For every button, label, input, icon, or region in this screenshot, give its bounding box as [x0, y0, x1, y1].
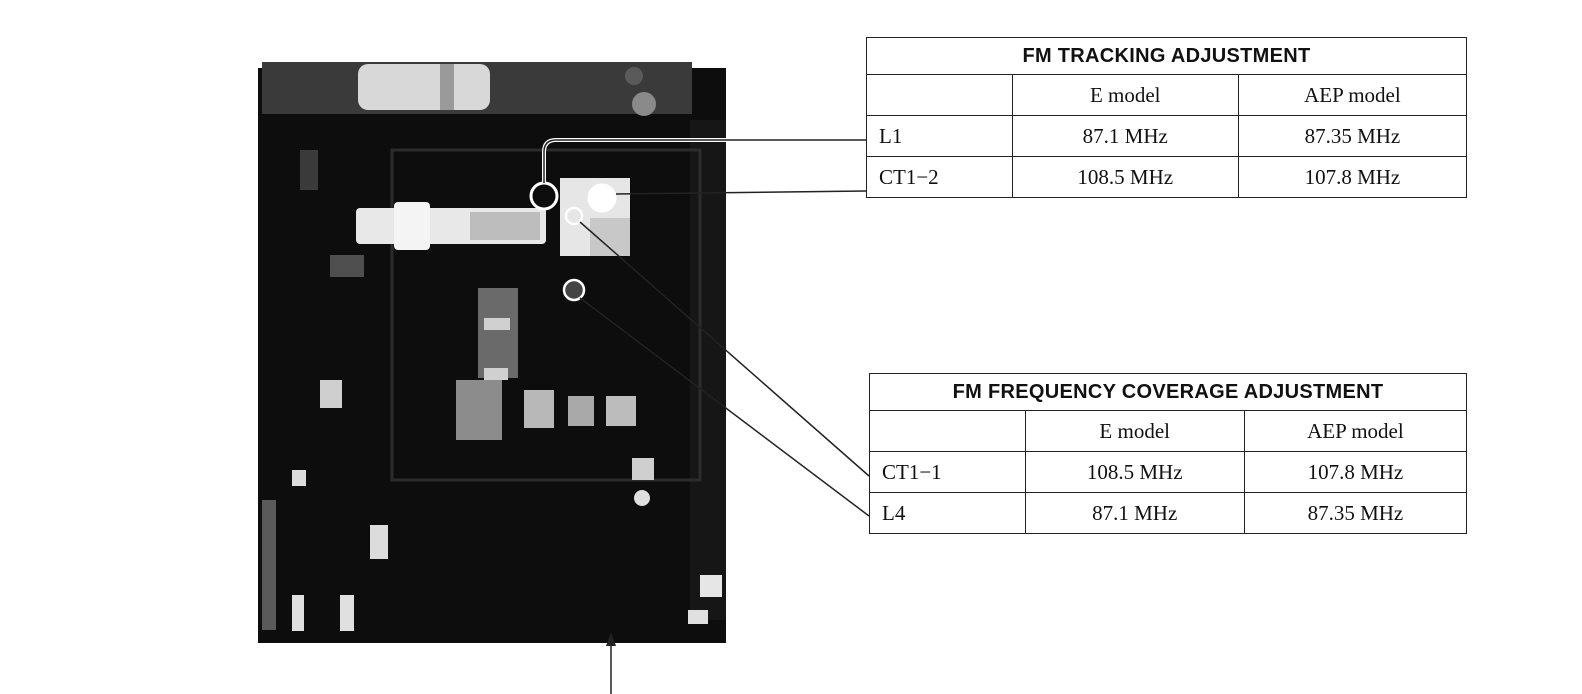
table-row: L1 87.1 MHz 87.35 MHz [866, 115, 1468, 157]
connector-shadow [470, 212, 540, 240]
column-header-aep-model: AEP model [1237, 74, 1468, 116]
table-title-row: FM TRACKING ADJUSTMENT [866, 37, 1467, 75]
e-model-value: 87.1 MHz [1011, 115, 1239, 157]
table-header-row: E model AEP model [866, 74, 1468, 116]
component [634, 490, 650, 506]
ct1-1-leader-line [579, 221, 870, 477]
table-row: CT1−2 108.5 MHz 107.8 MHz [866, 156, 1468, 198]
component [688, 610, 708, 624]
board-right-edge [690, 120, 726, 620]
row-label: L1 [866, 115, 1013, 157]
table-row: CT1−1 108.5 MHz 107.8 MHz [869, 451, 1468, 493]
component [330, 255, 364, 277]
table-row: L4 87.1 MHz 87.35 MHz [869, 492, 1468, 534]
top-screw [632, 92, 656, 116]
l4-marker [562, 278, 586, 302]
cable-sleeve [358, 64, 490, 110]
component [484, 318, 510, 330]
component [456, 380, 502, 440]
component [340, 595, 354, 631]
component [606, 396, 636, 426]
l1-leader-line-core [543, 139, 866, 183]
aep-model-value: 87.35 MHz [1237, 115, 1468, 157]
component [292, 595, 304, 631]
ct1-1-marker [564, 206, 584, 226]
column-header-blank [866, 74, 1013, 116]
component [700, 575, 722, 597]
component [524, 390, 554, 428]
e-model-value: 87.1 MHz [1024, 492, 1245, 534]
component [484, 368, 508, 380]
component [632, 458, 654, 480]
aep-model-value: 107.8 MHz [1237, 156, 1468, 198]
column-header-e-model: E model [1024, 410, 1245, 452]
component [478, 288, 518, 378]
top-post [625, 67, 643, 85]
table-header-row: E model AEP model [869, 410, 1468, 452]
e-model-value: 108.5 MHz [1024, 451, 1245, 493]
table-title: FM TRACKING ADJUSTMENT [866, 37, 1467, 75]
component [320, 380, 342, 408]
column-header-aep-model: AEP model [1243, 410, 1468, 452]
fm-frequency-coverage-adjustment-table: FM FREQUENCY COVERAGE ADJUSTMENT E model… [869, 373, 1468, 534]
aep-model-value: 107.8 MHz [1243, 451, 1468, 493]
table-title-row: FM FREQUENCY COVERAGE ADJUSTMENT [869, 373, 1467, 411]
ct1-2-marker [587, 183, 617, 213]
column-header-e-model: E model [1011, 74, 1239, 116]
ct1-2-leader-line [615, 190, 867, 195]
row-label: L4 [869, 492, 1026, 534]
row-label: CT1−2 [866, 156, 1013, 198]
column-header-blank [869, 410, 1026, 452]
row-label: CT1−1 [869, 451, 1026, 493]
aep-model-value: 87.35 MHz [1243, 492, 1468, 534]
bottom-arrow-head [606, 632, 616, 646]
l4-leader-line [579, 297, 870, 517]
e-model-value: 108.5 MHz [1011, 156, 1239, 198]
board-left-strip [262, 500, 276, 630]
component [370, 525, 388, 559]
component [568, 396, 594, 426]
connector-plug [394, 202, 430, 250]
component [292, 470, 306, 486]
table-title: FM FREQUENCY COVERAGE ADJUSTMENT [869, 373, 1467, 411]
fm-tracking-adjustment-table: FM TRACKING ADJUSTMENT E model AEP model… [866, 37, 1468, 198]
l1-marker [529, 181, 559, 211]
cable-sleeve-band [440, 64, 454, 110]
component [300, 150, 318, 190]
